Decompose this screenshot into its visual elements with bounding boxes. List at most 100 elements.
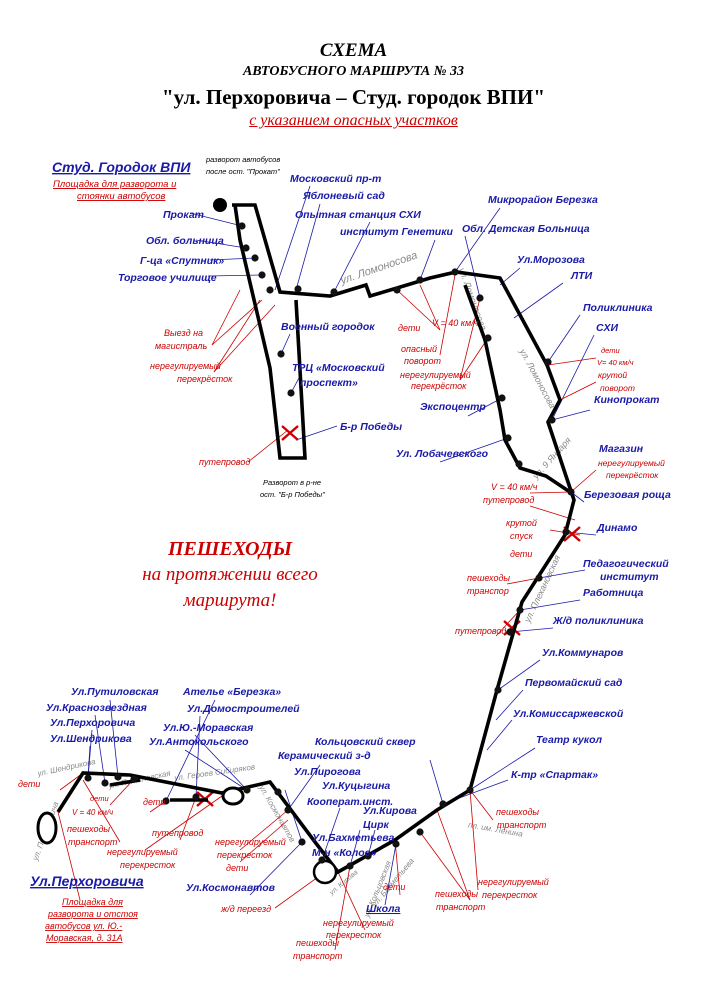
- route-note: разворот автобусов: [205, 155, 280, 164]
- stop-leader: [419, 239, 436, 281]
- route-line: [463, 284, 571, 494]
- stop-label-perhorovicha: Ул.Перхоровича: [50, 717, 135, 729]
- stop-leader: [189, 212, 243, 227]
- stop-label-kooperat: Кооперат.инст.: [307, 796, 393, 808]
- danger-leader: [469, 789, 494, 821]
- stop-dot: [192, 793, 200, 801]
- danger-leader: [419, 284, 441, 331]
- stop-dot: [567, 488, 575, 496]
- stop-label-zd-polik: Ж/д поликлиника: [552, 615, 644, 627]
- stop-label-lti: ЛТИ: [570, 270, 593, 282]
- ring-marker: [221, 786, 245, 806]
- stop-leader: [429, 759, 444, 805]
- danger-label: перекресток: [120, 860, 176, 870]
- stop-label-shendrikova: Ул.Шендрикова: [50, 733, 132, 745]
- danger-label: ж/д переезд: [220, 904, 271, 914]
- danger-label: путепровод: [152, 828, 203, 838]
- danger-leader: [211, 299, 263, 346]
- stop-label-domostr: Ул.Домостроителей: [187, 703, 300, 715]
- overpass-hazard-mark: [281, 425, 299, 441]
- stop-label-voen-gorodok: Военный городок: [281, 321, 375, 333]
- danger-label: опасный: [401, 344, 437, 354]
- stop-label-berez-rosha: Березовая роща: [584, 489, 671, 501]
- stop-label-genetiki: институт Генетики: [340, 226, 454, 238]
- stop-dot: [498, 394, 506, 402]
- danger-leader: [459, 337, 489, 381]
- stop-dot: [298, 838, 306, 846]
- stop-leader: [109, 699, 119, 778]
- stop-label-yablonevy: Яблоневый сад: [302, 190, 385, 202]
- danger-label: крутой: [506, 518, 537, 528]
- stop-label-poliklinika: Поликлиника: [583, 302, 653, 314]
- danger-label: нерегулируемый: [150, 361, 221, 371]
- stop-label-dinamo: Динамо: [596, 522, 638, 534]
- stop-label-shi: СХИ: [596, 322, 618, 334]
- danger-label: перекрёсток: [411, 381, 467, 391]
- stop-label-kosmonavtov: Ул.Космонавтов: [186, 882, 276, 894]
- danger-label: нерегулируемый: [215, 837, 286, 847]
- stop-leader: [94, 714, 106, 784]
- stop-leader: [464, 235, 481, 299]
- stop-label-berezka: Микрорайон Березка: [488, 194, 598, 206]
- stop-label-kolos: М-н «Колос»: [312, 847, 376, 859]
- route-note: Разворот в р-не: [263, 478, 321, 487]
- danger-label: пешеходы: [296, 938, 339, 948]
- stop-leader: [384, 843, 397, 906]
- stop-label-kommunarov: Ул.Коммунаров: [542, 647, 624, 659]
- stop-label-shkola: Школа: [366, 903, 401, 915]
- danger-leader: [570, 469, 597, 493]
- scheme-subtitle: АВТОБУСНОГО МАРШРУТА № 33: [242, 64, 465, 79]
- pedestrians-line2: на протяжении всего: [142, 564, 318, 585]
- route-note: ост. "Б-р Победы": [260, 490, 325, 499]
- danger-leader: [436, 809, 471, 901]
- stop-leader: [249, 841, 303, 896]
- stop-dot: [393, 286, 401, 294]
- danger-leader: [334, 865, 351, 951]
- stop-dot: [274, 788, 282, 796]
- stop-dot: [101, 779, 109, 787]
- stop-label-keramich: Керамический з-д: [278, 750, 371, 762]
- stop-label-perhorovicha-end: Ул.Перхоровича: [30, 873, 144, 889]
- stop-dot: [484, 334, 492, 342]
- stop-dot: [258, 271, 266, 279]
- danger-label: магистраль: [155, 341, 208, 351]
- danger-leader: [239, 809, 289, 851]
- stop-label-yu-morav: Ул.Ю.-Моравская: [163, 722, 253, 734]
- stop-leader: [209, 257, 256, 261]
- stop-label-ped2: институт: [600, 571, 659, 583]
- danger-leader: [82, 779, 121, 843]
- stop-label-cirk: Цирк: [363, 819, 389, 831]
- stop-dot: [330, 288, 338, 296]
- scheme-title: СХЕМА: [319, 40, 388, 61]
- stop-label-rabotnica: Работница: [583, 587, 643, 599]
- danger-leader: [469, 789, 479, 891]
- stop-leader: [519, 599, 581, 611]
- stop-dot: [114, 773, 122, 781]
- danger-leader: [213, 304, 276, 373]
- stop-label-trc1: ТРЦ «Московский: [292, 362, 385, 374]
- danger-leader: [547, 357, 597, 366]
- stop-dot: [416, 828, 424, 836]
- stop-dot: [535, 574, 543, 582]
- danger-label: Площадка для разворота и: [53, 179, 177, 190]
- stop-leader: [195, 715, 201, 798]
- stop-dot: [277, 350, 285, 358]
- stop-dot: [451, 268, 459, 276]
- danger-label: нерегулируемый: [400, 370, 471, 380]
- stop-leader: [207, 274, 263, 277]
- danger-label: поворот: [600, 383, 635, 393]
- stop-dot: [84, 774, 92, 782]
- route-line: [233, 204, 307, 460]
- stop-dot: [251, 254, 259, 262]
- danger-label: перекресток: [482, 890, 538, 900]
- stop-label-pirogova: Ул.Пирогова: [294, 766, 361, 778]
- pedestrians-line3: маршрута!: [183, 590, 277, 611]
- danger-label: путепровод: [199, 457, 250, 467]
- danger-leader: [394, 839, 401, 896]
- danger-leader: [144, 795, 223, 851]
- stop-label-moskovsky: Московский пр-т: [290, 173, 381, 185]
- stop-leader: [367, 829, 376, 857]
- turnaround-marker: [213, 198, 227, 212]
- stop-label-prokat: Прокат: [163, 209, 204, 221]
